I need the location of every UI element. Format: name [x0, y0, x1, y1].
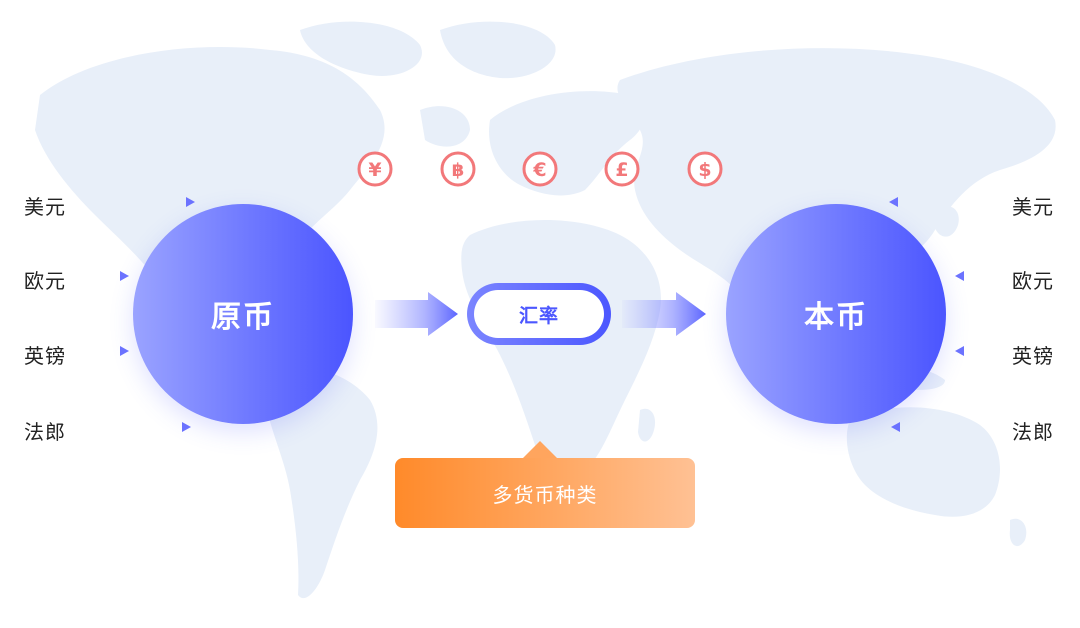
callout-pointer	[522, 441, 558, 459]
flow-arrow-to-local	[622, 292, 706, 336]
left-currency-eur: 欧元	[24, 269, 66, 293]
exchange-rate-label: 汇率	[518, 304, 559, 327]
svg-text:¥: ¥	[368, 159, 381, 181]
dollar-icon: $	[687, 151, 723, 187]
svg-text:€: €	[532, 159, 546, 181]
left-currency-usd: 美元	[24, 195, 66, 219]
right-currency-eur: 欧元	[1012, 269, 1054, 293]
left-currency-chf: 法郎	[24, 420, 66, 444]
source-currency-label: 原币	[211, 300, 275, 335]
left-arrow-gbp	[90, 346, 129, 356]
flow-arrow-to-rate	[375, 292, 458, 336]
exchange-rate-pill-inner: 汇率	[474, 290, 604, 338]
left-arrow-eur	[90, 271, 129, 281]
euro-icon: €	[522, 151, 558, 187]
right-arrow-chf	[891, 422, 990, 432]
yen-icon: ¥	[357, 151, 393, 187]
right-currency-usd: 美元	[1012, 195, 1054, 219]
svg-text:£: £	[615, 159, 628, 181]
left-arrow-chf	[90, 422, 191, 432]
exchange-rate-pill: 汇率	[467, 283, 611, 345]
target-currency-circle: 本币	[726, 204, 946, 424]
svg-text:฿: ฿	[452, 160, 465, 181]
target-currency-label: 本币	[804, 300, 868, 335]
pound-icon: £	[604, 151, 640, 187]
multi-currency-label: 多货币种类	[492, 482, 598, 507]
source-currency-circle: 原币	[133, 204, 353, 424]
left-currency-gbp: 英镑	[24, 344, 66, 368]
multi-currency-callout: 多货币种类	[395, 458, 695, 528]
right-arrow-eur	[955, 271, 990, 281]
right-currency-chf: 法郎	[1012, 420, 1054, 444]
left-arrow-usd	[90, 197, 195, 207]
right-arrow-usd	[889, 197, 990, 207]
svg-text:$: $	[698, 159, 711, 181]
baht-icon: ฿	[440, 151, 476, 187]
right-currency-gbp: 英镑	[1012, 344, 1054, 368]
right-arrow-gbp	[955, 346, 990, 356]
